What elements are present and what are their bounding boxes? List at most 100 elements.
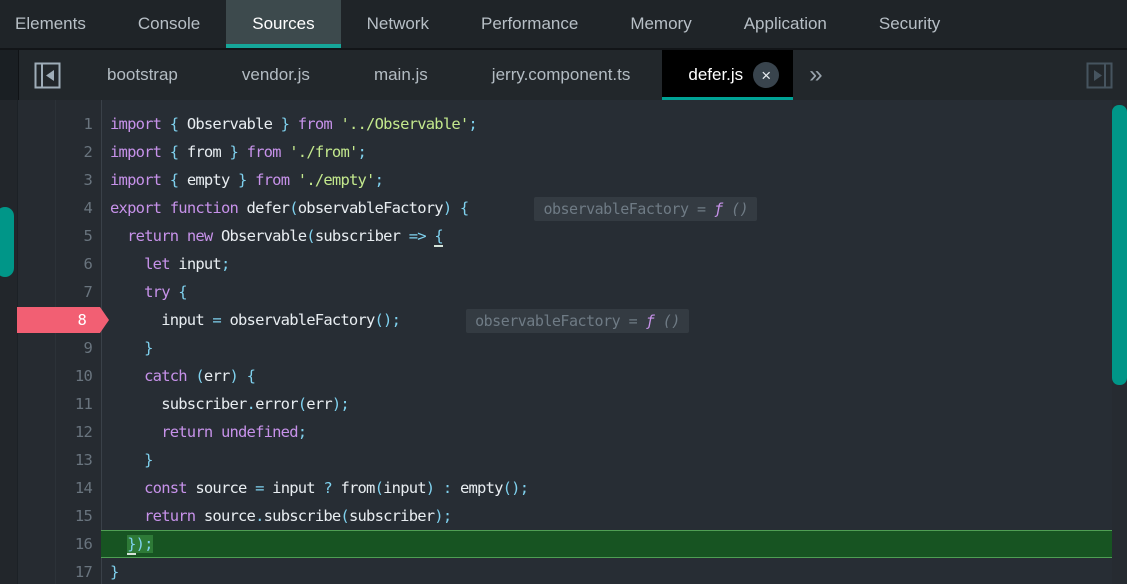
line-number-6[interactable]: 6 xyxy=(83,255,92,273)
code-text-line-14[interactable]: const source = input ? from(input) : emp… xyxy=(101,474,1112,502)
code-text-line-4[interactable]: export function defer(observableFactory)… xyxy=(101,194,1112,222)
code-text-line-15[interactable]: return source.subscribe(subscriber); xyxy=(101,502,1112,530)
code-text-line-6[interactable]: let input; xyxy=(101,250,1112,278)
code-token: ; xyxy=(220,255,230,273)
code-token: from xyxy=(186,143,222,161)
line-number-1[interactable]: 1 xyxy=(83,115,92,133)
code-token: ); xyxy=(135,535,154,553)
file-tab-vendor-js[interactable]: vendor.js xyxy=(210,50,342,100)
code-line-9: 9 } xyxy=(0,334,1112,362)
code-text-line-1[interactable]: import { Observable } from '../Observabl… xyxy=(101,110,1112,138)
line-number-15[interactable]: 15 xyxy=(74,507,93,525)
code-token: Observable xyxy=(186,115,273,133)
line-number-17[interactable]: 17 xyxy=(74,563,93,581)
code-token xyxy=(451,199,460,217)
code-token: ; xyxy=(357,143,367,161)
tab-network[interactable]: Network xyxy=(366,14,429,33)
code-text-line-7[interactable]: try { xyxy=(101,278,1112,306)
tab-overflow-chevron[interactable]: » xyxy=(809,61,823,88)
file-tab-jerry-component-ts[interactable]: jerry.component.ts xyxy=(460,50,663,100)
code-token: observableFactory xyxy=(220,311,375,329)
code-text-line-17[interactable]: } xyxy=(101,558,1112,584)
breakpoint-marker[interactable] xyxy=(17,307,109,333)
code-token: ); xyxy=(331,395,350,413)
code-token: import xyxy=(110,115,162,133)
code-text-line-11[interactable]: subscriber.error(err); xyxy=(101,390,1112,418)
code-line-15: 15 return source.subscribe(subscriber); xyxy=(0,502,1112,530)
expand-right-panel-icon xyxy=(1086,62,1113,89)
code-token: return xyxy=(144,507,196,525)
code-token: try xyxy=(144,283,170,301)
code-token: { xyxy=(178,283,187,301)
code-text-line-10[interactable]: catch (err) { xyxy=(101,362,1112,390)
code-token: catch xyxy=(144,367,187,385)
code-text-line-2[interactable]: import { from } from './from'; xyxy=(101,138,1112,166)
line-number-8[interactable]: 8 xyxy=(0,306,101,334)
code-token xyxy=(110,367,144,385)
code-line-6: 6 let input; xyxy=(0,250,1112,278)
line-number-2[interactable]: 2 xyxy=(83,143,92,161)
tab-sources[interactable]: Sources xyxy=(226,0,342,48)
right-scrollbar-thumb[interactable] xyxy=(1112,105,1127,385)
tab-console[interactable]: Console xyxy=(137,14,201,33)
hint-function-glyph: ƒ xyxy=(645,311,655,330)
collapse-left-panel-icon xyxy=(34,62,61,89)
tab-performance[interactable]: Performance xyxy=(480,14,579,33)
tab-memory[interactable]: Memory xyxy=(630,14,692,33)
code-token: ; xyxy=(468,115,477,133)
line-number-5[interactable]: 5 xyxy=(83,227,92,245)
tab-elements[interactable]: Elements xyxy=(15,14,86,33)
line-number-7[interactable]: 7 xyxy=(83,283,92,301)
code-token: } xyxy=(220,143,247,161)
collapse-left-panel-button[interactable] xyxy=(19,50,75,100)
code-text-line-5[interactable]: return new Observable(subscriber => { xyxy=(101,222,1112,250)
line-number-12[interactable]: 12 xyxy=(74,423,93,441)
code-lines: 1 import { Observable } from '../Observab… xyxy=(0,110,1112,584)
code-token: { xyxy=(161,171,187,189)
code-token xyxy=(212,423,221,441)
code-text-line-3[interactable]: import { empty } from './empty'; xyxy=(101,166,1112,194)
line-number-3[interactable]: 3 xyxy=(83,171,92,189)
code-token: let xyxy=(144,255,170,273)
expand-right-panel-button[interactable] xyxy=(1071,50,1127,100)
line-number-16[interactable]: 16 xyxy=(74,535,93,553)
code-token: ); xyxy=(434,507,452,525)
code-token: observableFactory xyxy=(297,199,444,217)
code-text-line-12[interactable]: return undefined; xyxy=(101,418,1112,446)
code-token: input xyxy=(263,479,324,497)
line-number-11[interactable]: 11 xyxy=(74,395,93,413)
code-token: subscriber xyxy=(314,227,401,245)
code-text-line-16[interactable]: }); xyxy=(101,530,1112,558)
close-tab-button[interactable]: × xyxy=(753,62,780,88)
code-text-line-13[interactable]: } xyxy=(101,446,1112,474)
code-token xyxy=(110,451,144,469)
breakpoint-line-number: 8 xyxy=(77,311,86,329)
code-token: } xyxy=(127,535,136,555)
code-token: const xyxy=(144,479,187,497)
tab-security[interactable]: Security xyxy=(878,14,941,33)
code-token: input xyxy=(110,311,213,329)
code-token: = xyxy=(212,311,221,329)
line-number-9[interactable]: 9 xyxy=(83,339,92,357)
code-text-line-8[interactable]: input = observableFactory();observableFa… xyxy=(101,306,1112,334)
file-tab-main-js[interactable]: main.js xyxy=(342,50,460,100)
file-tab-label: main.js xyxy=(373,65,428,84)
file-tab-label: jerry.component.ts xyxy=(491,65,631,84)
file-tab-bootstrap[interactable]: bootstrap xyxy=(75,50,210,100)
line-number-10[interactable]: 10 xyxy=(74,367,93,385)
code-token: . xyxy=(255,507,264,525)
right-scrollbar-track[interactable] xyxy=(1112,100,1127,584)
line-number-13[interactable]: 13 xyxy=(74,451,93,469)
code-token xyxy=(110,283,144,301)
code-token: input xyxy=(383,479,426,497)
file-tab-defer-js[interactable]: defer.js× xyxy=(662,50,794,100)
tab-application[interactable]: Application xyxy=(743,14,827,33)
line-number-4[interactable]: 4 xyxy=(83,199,92,217)
code-text-line-9[interactable]: } xyxy=(101,334,1112,362)
left-scrollbar-thumb[interactable] xyxy=(0,207,14,277)
code-token: return xyxy=(161,423,213,441)
file-tab-label: vendor.js xyxy=(241,65,310,84)
code-line-8: 8 input = observableFactory();observable… xyxy=(0,306,1112,334)
code-token: subscriber xyxy=(348,507,435,525)
line-number-14[interactable]: 14 xyxy=(74,479,93,497)
